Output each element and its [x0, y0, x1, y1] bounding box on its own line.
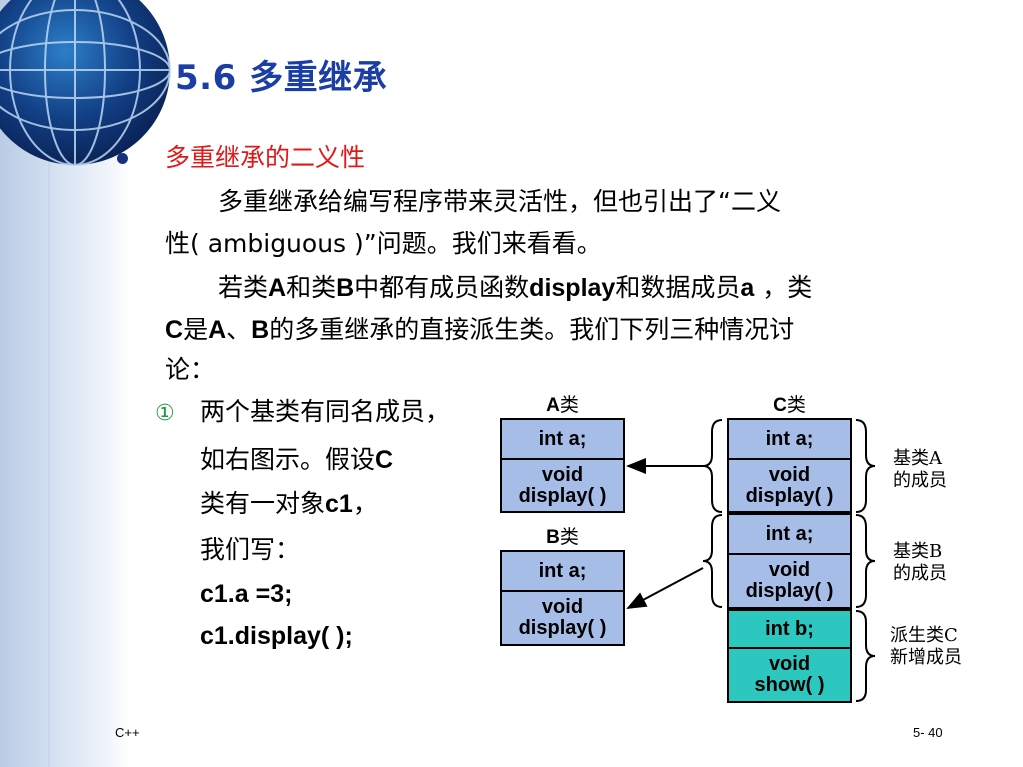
brace-left-b	[702, 514, 723, 608]
para1-line2: 性( ambiguous )”问题。我们来看看。	[165, 229, 602, 258]
brace-right-a	[855, 419, 876, 513]
para2-text: 、	[226, 315, 252, 344]
class-c-member-display-from-b: void display( )	[727, 553, 852, 609]
case-line4: 我们写：	[200, 535, 301, 564]
bullet-heading: 多重继承的二义性	[165, 143, 366, 172]
para2-text: 是	[183, 315, 209, 344]
case-line1: 两个基类有同名成员，	[200, 397, 451, 426]
case-text: 类有一对象	[200, 489, 326, 518]
brace-right-c	[855, 610, 876, 702]
class-c-member-int-a-from-b: int a;	[727, 513, 852, 555]
para2-text: 和类	[286, 273, 337, 302]
bullet-icon	[117, 153, 128, 164]
class-a-member-display: void display( )	[500, 458, 625, 513]
sidebar-line	[48, 150, 50, 767]
para1-line1: 多重继承给编写程序带来灵活性，但也引出了“二义	[218, 187, 781, 216]
para2-text: ，类	[754, 273, 813, 302]
member-name: a	[740, 274, 755, 302]
class-b-title: B类	[546, 526, 579, 548]
arrow-to-class-b	[626, 567, 704, 609]
slide-title: 5.6 多重继承	[175, 58, 388, 98]
para2-line3: 论：	[165, 355, 216, 384]
case-line3: 类有一对象c1，	[200, 482, 378, 526]
para2-line2: C是A、B的多重继承的直接派生类。我们下列三种情况讨	[165, 308, 794, 352]
note-base-a-members: 基类A 的成员	[893, 448, 947, 491]
footer-page-number: 5- 40	[913, 725, 943, 740]
class-name-b: B	[336, 274, 355, 302]
brace-right-b	[855, 514, 876, 608]
para2-text: 的多重继承的直接派生类。我们下列三种情况讨	[269, 315, 795, 344]
code-line1: c1.a =3;	[200, 580, 293, 608]
class-name-c: C	[165, 316, 184, 344]
note-derived-c-members: 派生类C 新增成员	[890, 625, 962, 668]
case-text: ，	[352, 489, 378, 518]
class-a-title: A类	[546, 394, 579, 416]
class-c-member-display-from-a: void display( )	[727, 458, 852, 513]
class-b-member-display: void display( )	[500, 590, 625, 646]
class-c-member-int-b: int b;	[727, 609, 852, 649]
para2-text: 中都有成员函数	[354, 273, 530, 302]
para2-text: 和数据成员	[615, 273, 741, 302]
para2-line1: 若类A和类B中都有成员函数display和数据成员a ，类	[218, 266, 812, 310]
note-base-b-members: 基类B 的成员	[893, 541, 947, 584]
class-name-c: C	[375, 446, 394, 474]
function-name: display	[529, 274, 616, 302]
class-c-member-show: void show( )	[727, 647, 852, 703]
object-name: c1	[325, 490, 353, 518]
brace-left-a	[702, 419, 723, 513]
class-name-a: A	[208, 316, 227, 344]
class-name-b: B	[251, 316, 270, 344]
para2-text: 若类	[218, 273, 269, 302]
case-text: 如右图示。假设	[200, 445, 376, 474]
globe-icon	[0, 0, 171, 166]
class-name-a: A	[268, 274, 287, 302]
class-c-title: C类	[773, 394, 806, 416]
case-line2: 如右图示。假设C	[200, 438, 393, 482]
case-number: ①	[155, 401, 175, 426]
footer-course: C++	[115, 725, 140, 740]
code-line2: c1.display( );	[200, 622, 353, 650]
